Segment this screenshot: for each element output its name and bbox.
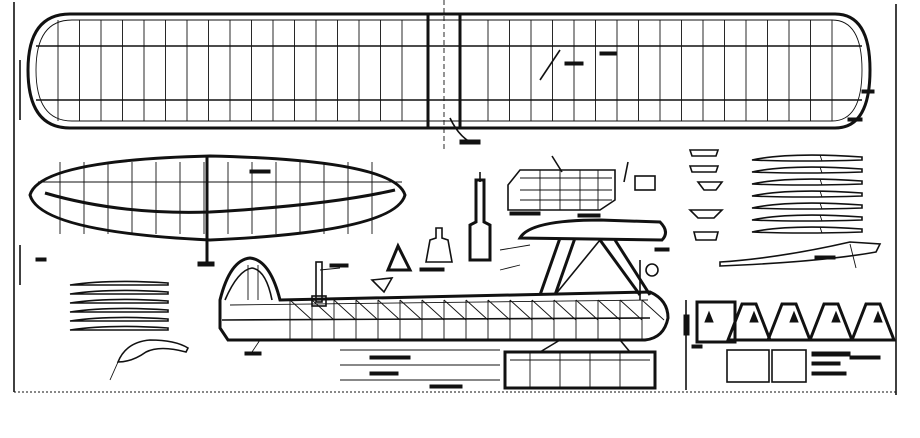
fuselage-diagonal (465, 299, 489, 321)
bulkhead-formers (695, 300, 897, 344)
fuselage-side-view (218, 256, 670, 356)
former-cutout (749, 310, 759, 323)
rib-template (69, 307, 169, 313)
fuselage-diagonal (619, 299, 643, 321)
fuselage-diagonal (377, 299, 401, 321)
wing-rib-templates-left (69, 280, 169, 331)
former (765, 302, 813, 342)
fuselage-diagonal (355, 299, 379, 321)
label-block (564, 61, 584, 66)
rib-template (751, 166, 863, 174)
construction-strip (340, 349, 500, 389)
rib-template (69, 325, 169, 331)
rib-spar-notch (819, 202, 823, 210)
wing-rib-templates-right (751, 154, 863, 234)
label-block (459, 139, 481, 145)
sheet-border (13, 0, 897, 395)
label-block (197, 261, 215, 267)
label-block (249, 169, 271, 174)
rib-spar-notch (819, 178, 823, 186)
former (695, 300, 737, 344)
fuselage-diagonal (421, 299, 445, 321)
rib-template (69, 316, 169, 322)
detail-boxes (683, 300, 881, 390)
rib-spar-notch (819, 166, 823, 174)
former (849, 302, 897, 342)
fuselage-diagonal (487, 299, 511, 321)
fuselage-diagonal (575, 299, 599, 321)
rib-spar-notch (819, 154, 823, 162)
tailplane-detail (719, 241, 882, 269)
assembly-jig (507, 155, 656, 218)
former-cutout (704, 310, 714, 323)
former (807, 302, 855, 342)
small-parts-center (370, 172, 492, 294)
former-cutout (789, 310, 799, 323)
rib-spar-notch (819, 226, 823, 234)
rib-template (751, 190, 863, 198)
fuselage-frames (289, 299, 665, 340)
rib-template (69, 289, 169, 295)
fuselage-diagonal (597, 299, 621, 321)
rib-spar-notch (819, 214, 823, 222)
biplane-side-view (499, 218, 670, 390)
label-block (599, 51, 617, 56)
wing-tip-detail (109, 339, 190, 381)
fuselage-diagonal (443, 299, 467, 321)
lower-wing-ribs (59, 162, 373, 234)
rib-template (751, 214, 863, 222)
rib-template (69, 298, 169, 304)
rib-template (751, 226, 863, 234)
fuselage-diagonal (311, 299, 335, 321)
lower-wing-plan (19, 154, 407, 285)
former-cutout (873, 310, 883, 323)
top-wing-ribs (57, 20, 833, 121)
label-block (861, 89, 875, 94)
fuselage-diagonal (531, 299, 555, 321)
fuselage-diagonal (333, 299, 357, 321)
former (725, 302, 773, 342)
label-block (847, 117, 863, 122)
fuselage-diagonal (641, 299, 665, 321)
rib-template (751, 154, 863, 162)
former-cutout (831, 310, 841, 323)
strut-templates (688, 149, 724, 241)
rib-template (751, 202, 863, 210)
fuselage-diagonal (289, 299, 313, 321)
fuselage-diagonal (509, 299, 533, 321)
rib-template (751, 178, 863, 186)
fuselage-diagonal (553, 299, 577, 321)
rib-spar-notch (819, 190, 823, 198)
top-wing-plan (19, 12, 875, 145)
rib-template (69, 280, 169, 286)
fuselage-diagonal (399, 299, 423, 321)
